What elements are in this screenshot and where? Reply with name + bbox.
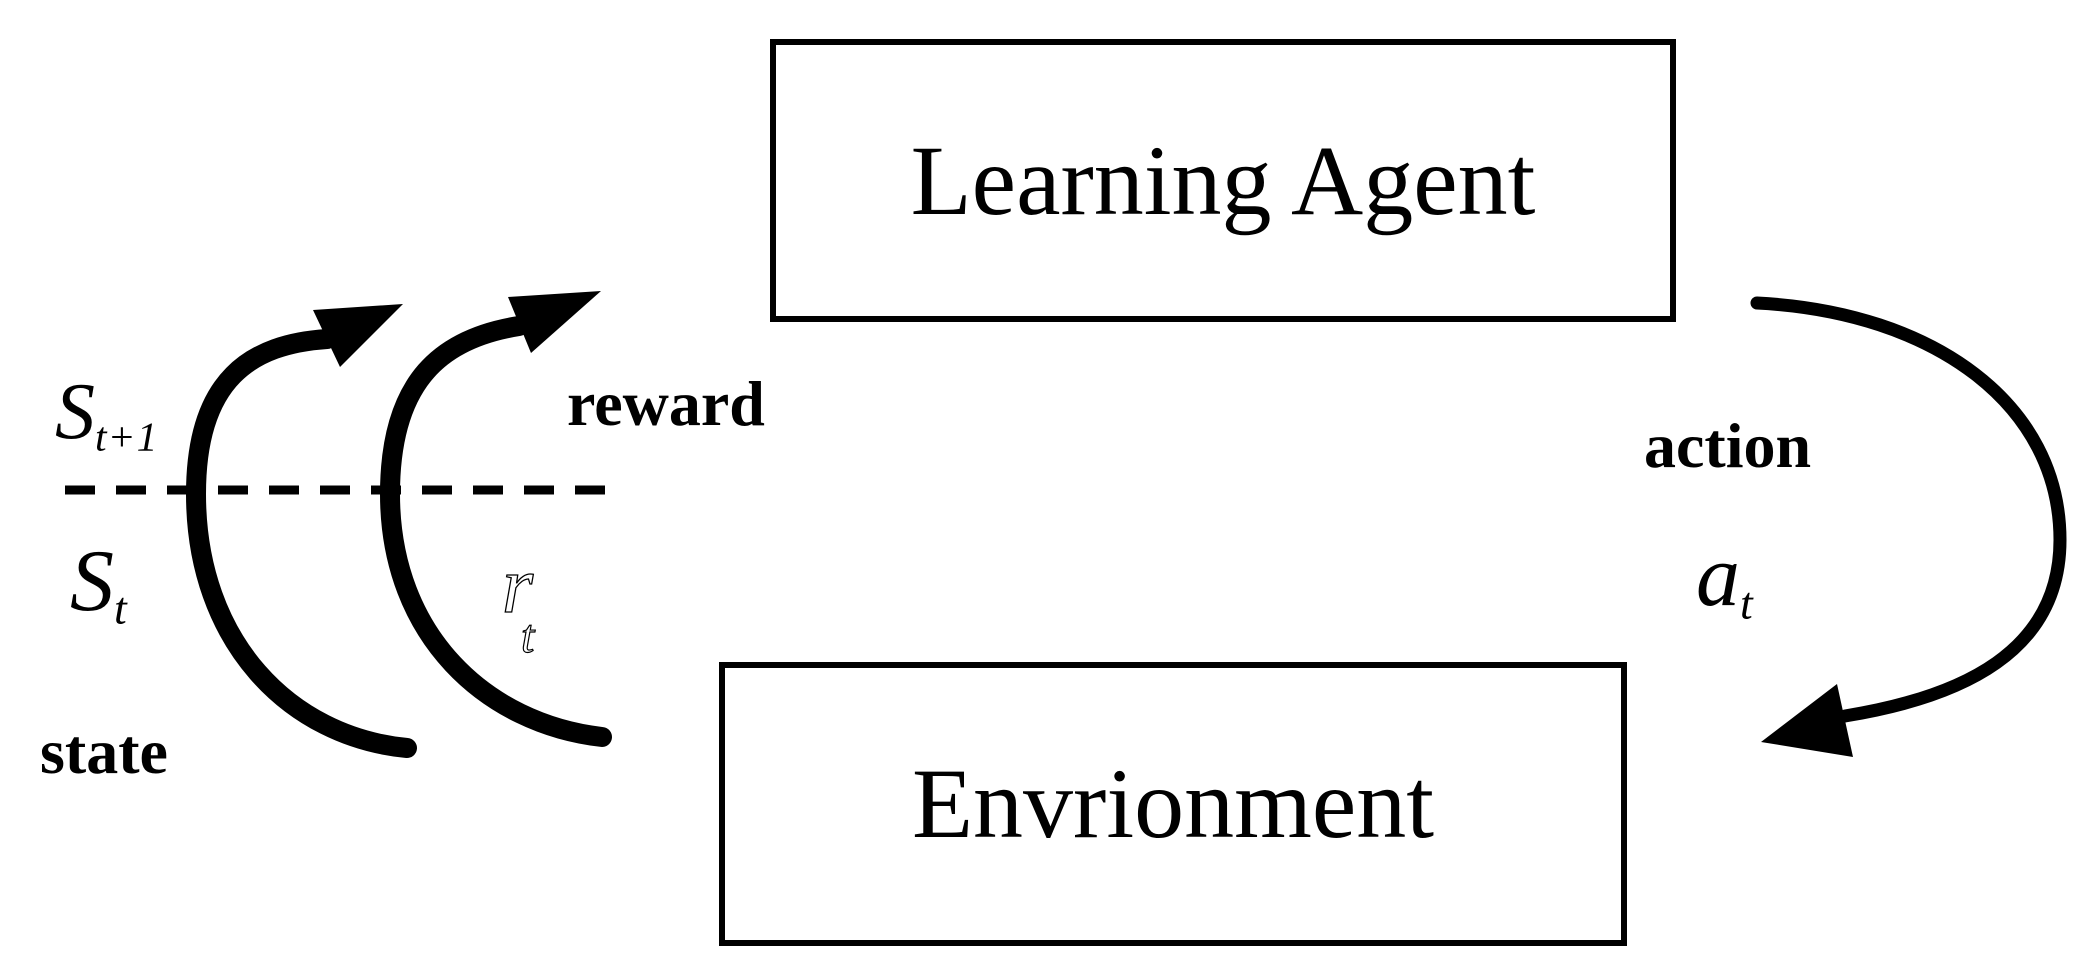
state-arrow [185, 329, 417, 758]
state-symbol: St [70, 538, 128, 634]
action-word-label: action [1644, 410, 1812, 481]
state-symbol-base: S [70, 533, 114, 630]
reward-arrowhead-icon [508, 291, 601, 353]
state-arrowhead-icon [313, 304, 403, 367]
action-arrow [1750, 296, 2067, 723]
next-state-symbol-sub: t+1 [95, 413, 159, 460]
reward-symbol-base: r [502, 542, 534, 630]
action-symbol: at [1696, 533, 1754, 629]
reward-word-label: reward [567, 368, 765, 439]
next-state-symbol-base: S [55, 368, 95, 456]
action-arrowhead-icon [1761, 684, 1853, 757]
state-word-label: state [40, 716, 168, 787]
state-symbol-sub: t [114, 582, 128, 634]
next-state-symbol: St+1 [55, 372, 158, 458]
environment-label: Envrionment [911, 748, 1435, 859]
environment-node: Envrionment [719, 662, 1627, 946]
learning-agent-label: Learning Agent [910, 124, 1536, 236]
action-symbol-sub: t [1740, 577, 1754, 629]
reward-arrow [379, 316, 612, 747]
reward-symbol-sub: t [521, 610, 536, 663]
action-symbol-base: a [1696, 528, 1740, 625]
learning-agent-node: Learning Agent [770, 39, 1676, 322]
